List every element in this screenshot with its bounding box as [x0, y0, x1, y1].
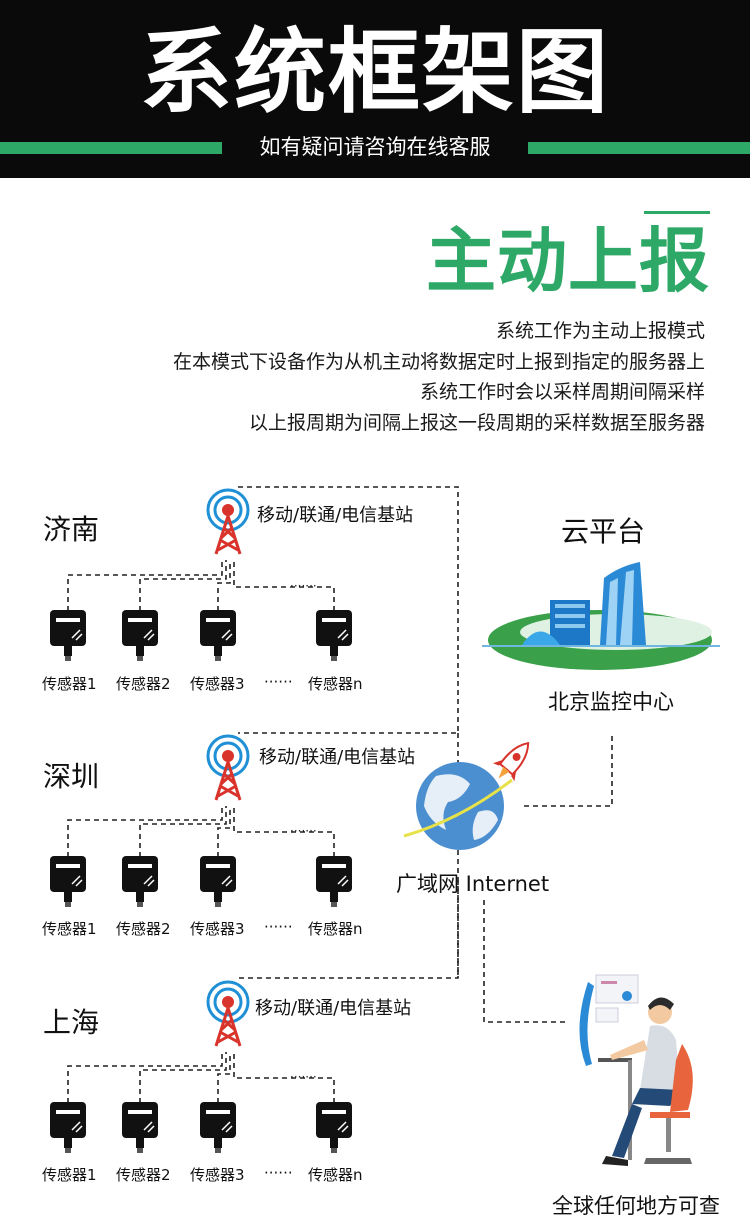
sensor-label: 传感器3 [190, 675, 245, 693]
section-title-rule [644, 211, 710, 214]
sensor-label: 传感器2 [116, 675, 171, 693]
mode-description: 系统工作为主动上报模式 在本模式下设备作为从机主动将数据定时上报到指定的服务器上… [173, 316, 705, 438]
internet-globe-illustration [403, 741, 530, 850]
cloud-platform-illustration [482, 562, 720, 670]
page-title: 系统框架图 [139, 19, 610, 126]
description-line: 在本模式下设备作为从机主动将数据定时上报到指定的服务器上 [172, 350, 705, 373]
section-title: 主动上报 [426, 220, 710, 302]
sensor-label: 传感器n [308, 920, 363, 938]
sensor-label: 传感器3 [190, 1166, 245, 1184]
sensor-label: 传感器n [308, 1166, 363, 1184]
user-access-label: 全球任何地方可查 [552, 1194, 720, 1218]
svg-text:·······: ······· [290, 824, 317, 838]
header-subtitle: 如有疑问请咨询在线客服 [222, 130, 528, 164]
description-line: 系统工作时会以采样周期间隔采样 [419, 381, 705, 403]
station-label: 移动/联通/电信基站 [257, 505, 414, 526]
sensor-ellipsis: ······ [264, 1164, 293, 1182]
sensor-ellipsis: ······ [264, 673, 293, 691]
sensor-label: 传感器n [308, 675, 363, 693]
description-line: 以上报周期为间隔上报这一段周期的采样数据至服务器 [248, 411, 705, 434]
city-label-shenzhen: 深圳 [43, 760, 100, 793]
city-label-shanghai: 上海 [43, 1006, 100, 1039]
description-line: 系统工作为主动上报模式 [495, 320, 705, 342]
sensor-label: 传感器2 [116, 1166, 171, 1184]
cloud-platform-title: 云平台 [561, 515, 646, 548]
sensor-ellipsis: ······ [264, 918, 293, 936]
sensor-label: 传感器1 [42, 920, 97, 938]
user-desk-illustration [579, 974, 693, 1166]
svg-text:·······: ······· [290, 1070, 317, 1084]
sensor-label: 传感器3 [190, 920, 245, 938]
station-label: 移动/联通/电信基站 [255, 998, 412, 1019]
monitoring-center-label: 北京监控中心 [548, 690, 674, 714]
svg-text:·······: ······· [290, 579, 317, 593]
sensor-label: 传感器1 [42, 1166, 97, 1184]
internet-label: 广域网 Internet [396, 872, 550, 896]
sensor-label: 传感器2 [116, 920, 171, 938]
city-label-jinan: 济南 [43, 513, 100, 546]
header-accent-bar-right [500, 142, 750, 154]
sensor-label: 传感器1 [42, 675, 97, 693]
station-label: 移动/联通/电信基站 [259, 747, 416, 768]
header-accent-bar-left [0, 142, 222, 154]
